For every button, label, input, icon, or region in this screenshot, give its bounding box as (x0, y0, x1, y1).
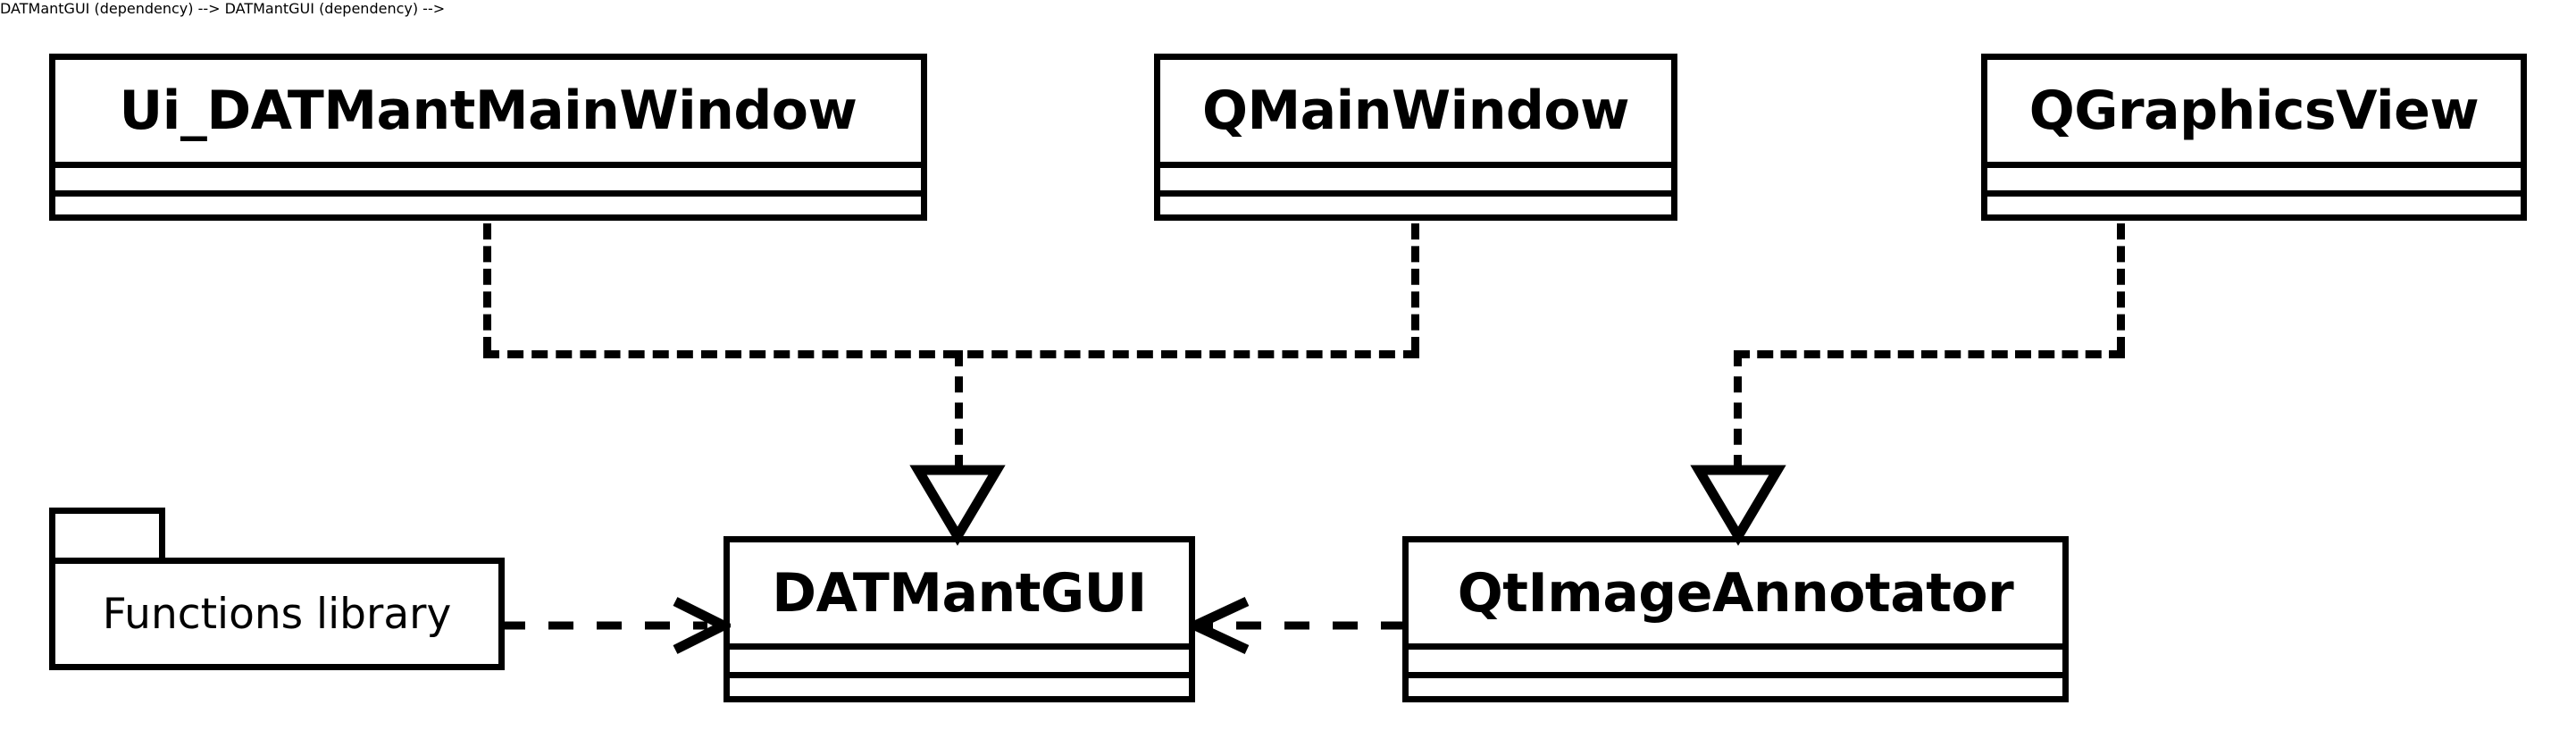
class-name-qgraphicsview: QGraphicsView (2028, 80, 2480, 142)
connector-realization-gui-drop (955, 350, 963, 471)
class-box-qgraphicsview[interactable]: QGraphicsView (1981, 54, 2527, 221)
connector-realization-qgraphicsview-vertical (2117, 223, 2125, 353)
class-attributes-datmantgui (730, 643, 1189, 672)
class-box-datmantgui[interactable]: DATMantGUI (723, 536, 1195, 702)
class-box-qmainwindow[interactable]: QMainWindow (1154, 54, 1677, 221)
class-name-ui-datmantmainwindow: Ui_DATMantMainWindow (119, 80, 857, 142)
class-name-datmantgui: DATMantGUI (772, 561, 1147, 625)
class-operations-qgraphicsview (1987, 190, 2521, 221)
connector-realization-annotator-drop (1734, 350, 1742, 471)
class-operations-qmainwindow (1160, 190, 1671, 221)
connector-dependency-functions-library (500, 597, 731, 654)
class-attributes-qmainwindow (1160, 162, 1671, 190)
connector-realization-qmainwindow-vertical (1411, 223, 1419, 353)
realization-arrowhead-qtimageannotator (1690, 465, 1786, 546)
package-tab (49, 508, 165, 563)
package-functions-library[interactable]: Functions library (49, 508, 505, 670)
connector-realization-horizontal-rail-right (1734, 350, 2125, 358)
class-attributes-qgraphicsview (1987, 162, 2521, 190)
class-box-ui-datmantmainwindow[interactable]: Ui_DATMantMainWindow (49, 54, 927, 221)
class-box-qtimageannotator[interactable]: QtImageAnnotator (1402, 536, 2069, 702)
connector-realization-ui-vertical (483, 223, 491, 353)
class-operations-qtimageannotator (1409, 672, 2062, 702)
dependency-arrowhead-into-datmantgui (673, 597, 731, 654)
class-operations-ui-datmantmainwindow (55, 190, 921, 221)
package-label: Functions library (102, 589, 452, 639)
dependency-arrowhead-into-datmantgui-right (1190, 597, 1250, 654)
class-name-qmainwindow: QMainWindow (1201, 80, 1630, 142)
realization-arrowhead-datmantgui (909, 465, 1006, 546)
class-attributes-ui-datmantmainwindow (55, 162, 921, 190)
class-operations-datmantgui (730, 672, 1189, 702)
class-name-qtimageannotator: QtImageAnnotator (1457, 561, 2014, 625)
package-body: Functions library (49, 558, 505, 670)
connector-realization-horizontal-rail-left (483, 350, 1419, 358)
connector-dependency-qtimageannotator (1190, 597, 1406, 654)
class-attributes-qtimageannotator (1409, 643, 2062, 672)
